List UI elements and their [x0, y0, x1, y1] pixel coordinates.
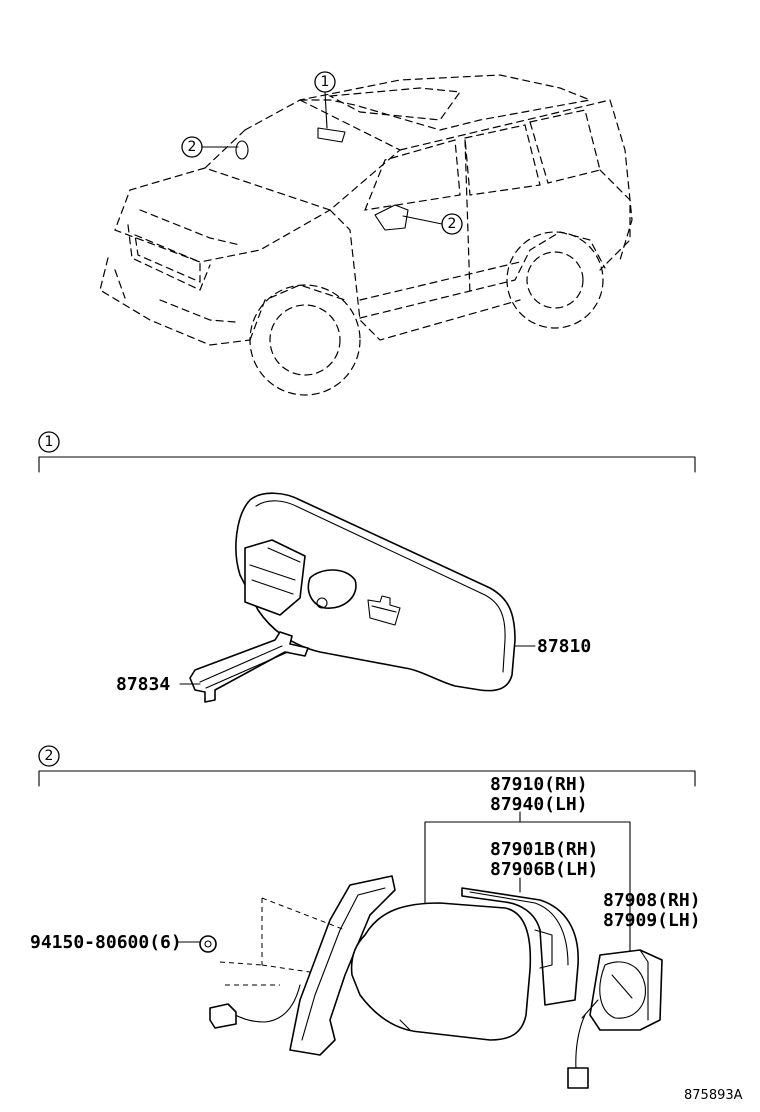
part-number-87910-rh: 87910(RH): [490, 774, 588, 795]
leaders-section-2: [177, 811, 631, 953]
motor-wire-harness: [567, 1014, 589, 1089]
callout-1-vehicle: 1: [314, 71, 336, 129]
part-number-87810: 87810: [537, 636, 591, 657]
vehicle-illustration: [99, 74, 633, 396]
section-1-header: 1: [38, 431, 696, 473]
part-number-87909-lh: 87909(LH): [603, 910, 701, 931]
callout-2-vehicle-right: 2: [402, 213, 463, 235]
inner-mirror-87810: [235, 492, 516, 692]
mirror-bracket-87834: [189, 631, 309, 703]
diagram-code: 875893A: [684, 1088, 743, 1103]
part-number-87834: 87834: [116, 674, 170, 695]
part-number-87908-rh: 87908(RH): [603, 890, 701, 911]
outer-mirror-assy-87910: [350, 902, 532, 1041]
section-1-number: 1: [45, 434, 54, 450]
mounting-guides: [219, 897, 346, 986]
callout-1-label: 1: [321, 74, 330, 90]
section-2-number: 2: [45, 748, 54, 764]
nut-94150-80600: [199, 935, 217, 953]
callout-2-label: 2: [188, 139, 197, 155]
callout-2-label: 2: [448, 216, 457, 232]
section-2-header: 2: [38, 745, 696, 787]
part-number-87940-lh: 87940(LH): [490, 794, 588, 815]
mirror-glass-87901b: [461, 887, 579, 1006]
part-number-94150-80600: 94150-80600(6): [30, 932, 182, 953]
mirror-motor-87908: [581, 949, 663, 1031]
outer-mirror-base: [289, 875, 396, 1056]
base-wire-harness: [209, 984, 301, 1029]
callout-2-vehicle-left: 2: [181, 136, 239, 158]
part-number-87901b-rh: 87901B(RH): [490, 839, 598, 860]
part-number-87906b-lh: 87906B(LH): [490, 859, 598, 880]
